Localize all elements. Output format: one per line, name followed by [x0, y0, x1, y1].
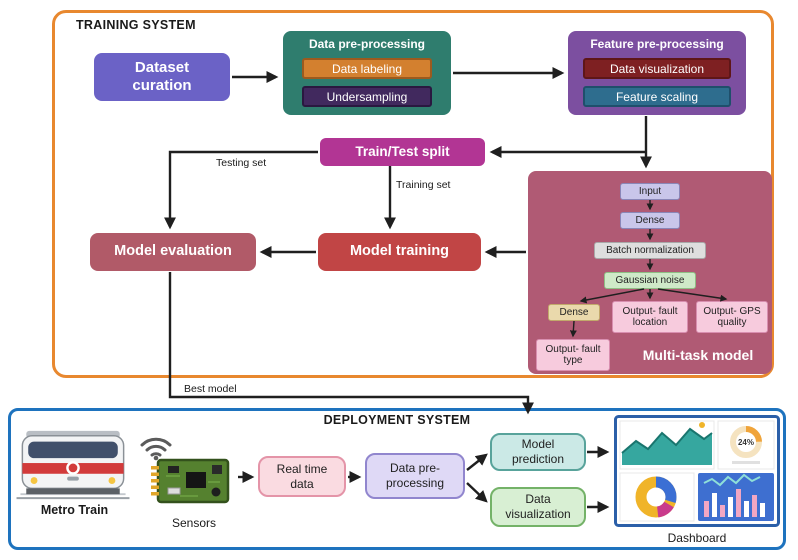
feature-preprocessing-title: Feature pre-processing [590, 37, 724, 51]
dashboard-illustration: 24% [614, 415, 780, 527]
mt-dense2-node: Dense [548, 304, 600, 321]
train-emblem [68, 463, 78, 473]
model-training-node: Model training [318, 233, 481, 271]
train-windshield [28, 441, 118, 459]
multitask-model-box: Input Dense Batch normalization Gaussian… [528, 171, 772, 374]
train-undercarriage [26, 488, 120, 495]
deployment-data-visualization-label: Data visualization [505, 492, 571, 521]
dataset-curation-label: Dataset curation [132, 59, 192, 94]
area-chart [622, 429, 712, 465]
gauge-value: 24% [738, 438, 754, 447]
mt-output-fault-type-node: Output- fault type [536, 339, 610, 371]
feature-scaling-label: Feature scaling [615, 89, 699, 104]
mt-gaussian-noise-node: Gaussian noise [604, 272, 696, 289]
metro-train-illustration [16, 430, 130, 500]
data-preprocessing-title: Data pre-processing [308, 37, 426, 51]
sensors-label: Sensors [171, 516, 217, 530]
data-labeling-node: Data labeling [302, 58, 432, 79]
gauge-arc [730, 426, 762, 458]
deployment-system-title: DEPLOYMENT SYSTEM [323, 413, 471, 427]
model-training-label: Model training [349, 243, 450, 260]
data-labeling-label: Data labeling [331, 61, 403, 76]
train-test-split-node: Train/Test split [320, 138, 485, 166]
data-preprocessing-group: Data pre-processing Data labeling Unders… [283, 31, 451, 115]
model-prediction-label: Model prediction [511, 437, 565, 466]
deployment-data-visualization-node: Data visualization [490, 487, 586, 527]
model-evaluation-label: Model evaluation [114, 243, 232, 260]
feature-scaling-node: Feature scaling [583, 86, 731, 107]
undersampling-label: Undersampling [326, 89, 408, 104]
metro-train-label: Metro Train [40, 503, 109, 517]
dashboard-label: Dashboard [667, 531, 727, 545]
model-evaluation-node: Model evaluation [90, 233, 256, 271]
train-test-split-label: Train/Test split [355, 143, 450, 159]
testing-set-edge-label: Testing set [216, 157, 267, 169]
multitask-model-title: Multi-task model [642, 347, 754, 363]
bar-chart [704, 489, 765, 517]
dataset-curation-node: Dataset curation [94, 53, 230, 101]
deployment-data-preprocessing-label: Data pre-processing [385, 461, 445, 490]
data-visualization-node: Data visualization [583, 58, 731, 79]
line-chart [703, 473, 761, 487]
feature-preprocessing-group: Feature pre-processing Data visualizatio… [568, 31, 746, 115]
chip [186, 472, 206, 488]
mt-batch-normalization-node: Batch normalization [594, 242, 706, 259]
sensor-board-illustration [151, 458, 230, 504]
wifi-signal-icon [140, 437, 172, 461]
data-visualization-label: Data visualization [609, 61, 705, 76]
deployment-data-preprocessing-node: Data pre-processing [365, 453, 465, 499]
real-time-data-label: Real time data [276, 461, 328, 491]
mt-input-node: Input [620, 183, 680, 200]
training-set-edge-label: Training set [396, 179, 451, 191]
mt-output-fault-location-node: Output- fault location [612, 301, 688, 333]
real-time-data-node: Real time data [258, 456, 346, 497]
mt-dense-node: Dense [620, 212, 680, 229]
best-model-edge-label: Best model [184, 383, 237, 395]
undersampling-node: Undersampling [302, 86, 432, 107]
model-prediction-node: Model prediction [490, 433, 586, 471]
training-system-title: TRAINING SYSTEM [76, 18, 196, 32]
train-headlight-right [108, 477, 116, 484]
mt-output-gps-quality-node: Output- GPS quality [696, 301, 768, 333]
train-headlight-left [30, 477, 38, 484]
